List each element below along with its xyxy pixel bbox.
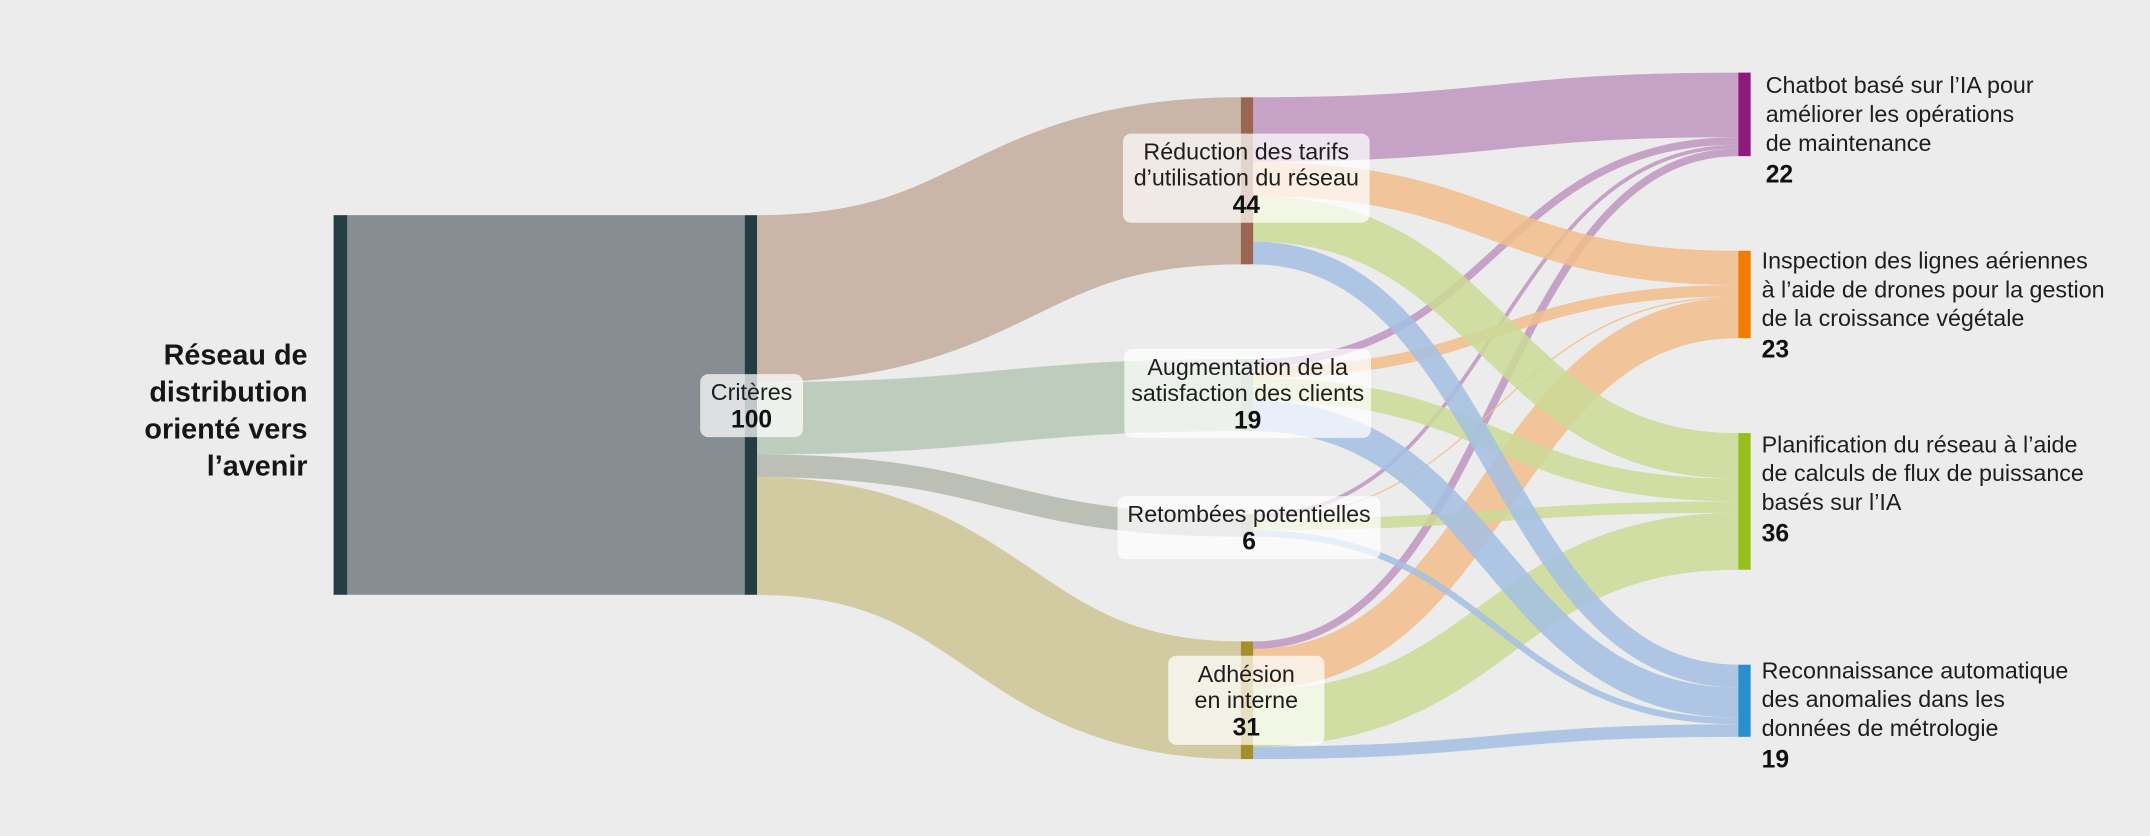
flow-red-plan [1253,196,1739,479]
label-chat-text: de maintenance [1766,130,1932,156]
node-plan [1738,433,1751,570]
flow-red-chat [1253,72,1739,162]
root-title-line: l’avenir [207,451,308,483]
label-insp-value: 23 [1762,337,1789,364]
label-aug-box [1124,348,1372,438]
label-criteria-box [700,374,803,438]
root-title-line: Réseau de [164,340,308,372]
label-ret-box [1117,496,1381,560]
label-red-text: d’utilisation du réseau [1134,165,1359,191]
label-plan-text: Planification du réseau à l’aide [1762,431,2078,457]
label-plan-text: de calculs de flux de puissance [1762,460,2084,486]
label-aug-text: Augmentation de la [1147,354,1348,380]
node-chat [1738,72,1751,157]
label-chat-text: améliorer les opérations [1766,101,2014,127]
label-red-box [1122,133,1370,223]
label-chat: Chatbot basé sur l’IA pour améliorer les … [1766,72,2034,188]
label-insp-text: à l’aide de drones pour la gestion [1762,276,2105,302]
nodes-layer [333,72,1751,760]
label-red-text: Réduction des tarifs [1143,139,1349,165]
label-criteria-text: Critères [711,379,793,405]
label-aug-value: 19 [1234,407,1261,434]
flow-adh-rec [1253,724,1739,760]
label-rec: Reconnaissance automatique des anomalies … [1762,657,2069,773]
root-flow [347,215,745,595]
label-adh-value: 31 [1233,714,1261,741]
flow-red-rec [1253,241,1739,688]
root-title: Réseau de distribution orienté vers l’aveni… [144,340,307,483]
label-plan: Planification du réseau à l’aide de calcu… [1762,431,2084,547]
flow-adh-chat [1253,148,1739,649]
label-rec-text: Reconnaissance automatique [1762,657,2069,683]
label-insp-text: de la croissance végétale [1762,305,2025,331]
flow-criteria-adh [756,477,1242,760]
node-insp [1738,250,1751,339]
label-plan-text: basés sur l’IA [1762,489,1902,515]
label-chat-value: 22 [1766,161,1793,188]
flow-adh-insp [1252,297,1739,690]
root-title-line: orienté vers [144,414,307,446]
label-red-value: 44 [1233,192,1261,219]
label-plan-value: 36 [1762,520,1789,547]
label-adh-box [1168,655,1325,745]
label-ret-value: 6 [1242,529,1256,556]
label-ret-text: Retombées potentielles [1127,501,1370,527]
label-rec-text: des anomalies dans les [1762,686,2005,712]
label-adh-text: en interne [1195,687,1299,713]
root-node [333,215,348,595]
label-rec-text: données de métrologie [1762,715,1999,741]
label-adh-text: Adhésion [1198,661,1295,687]
label-criteria-value: 100 [731,407,772,434]
label-rec-value: 19 [1762,746,1789,773]
root-title-line: distribution [149,377,307,409]
label-aug-text: satisfaction des clients [1131,380,1364,406]
label-chat-text: Chatbot basé sur l’IA pour [1766,72,2034,98]
node-rec [1738,664,1751,737]
label-insp-text: Inspection des lignes aériennes [1762,248,2088,274]
